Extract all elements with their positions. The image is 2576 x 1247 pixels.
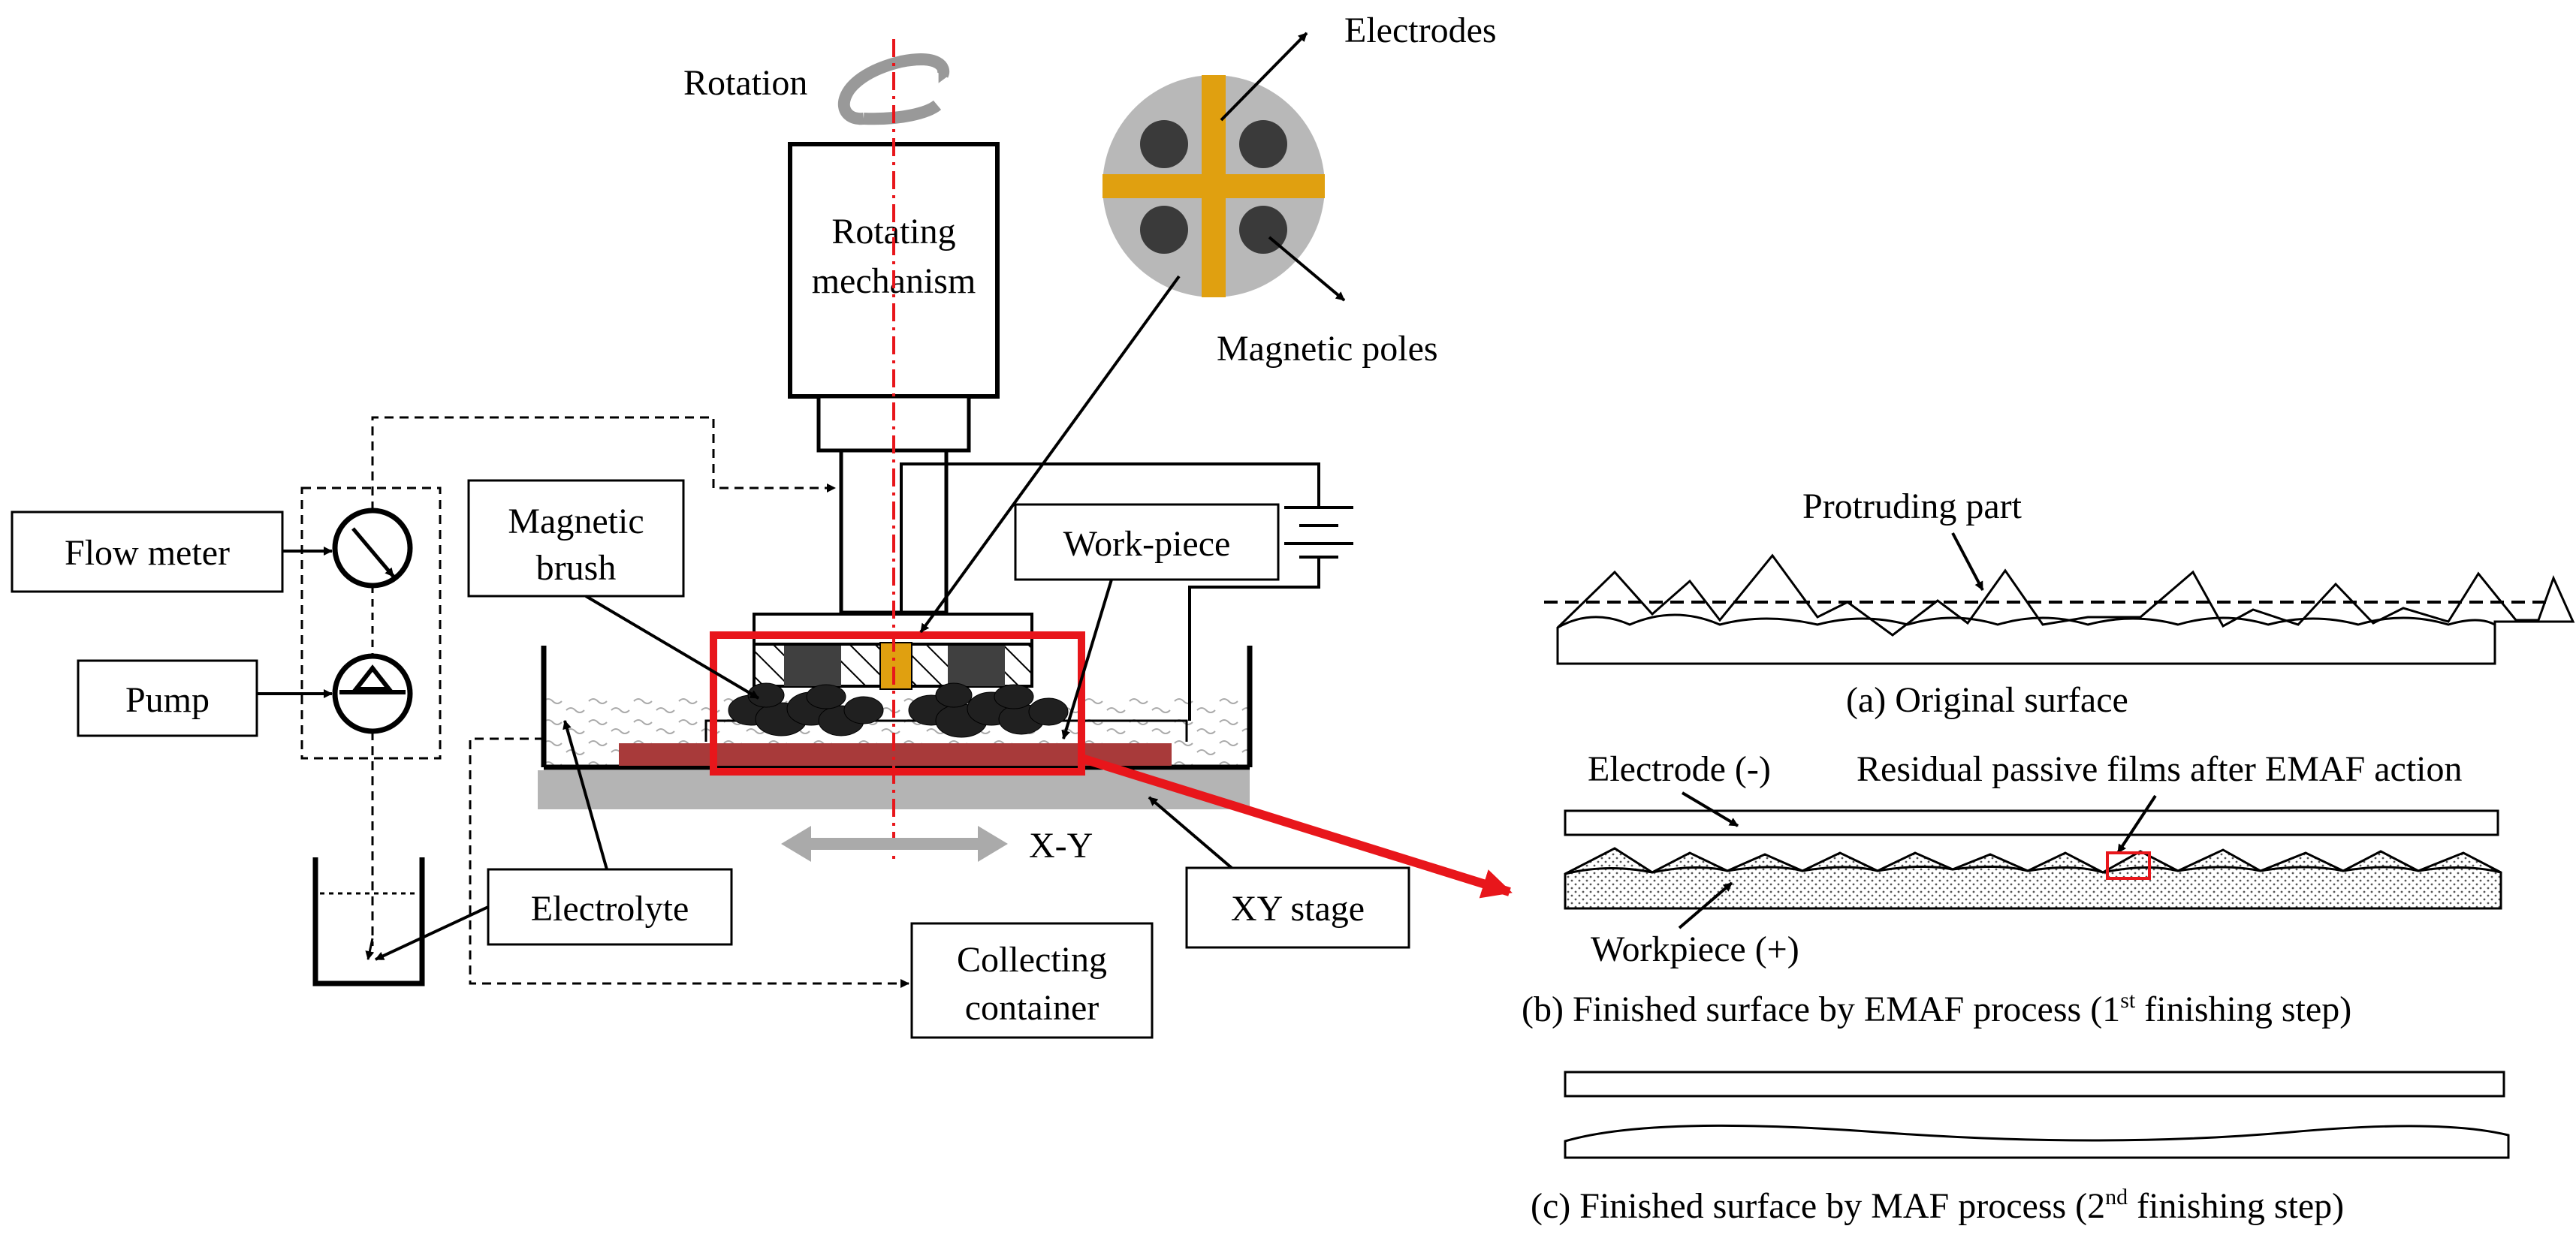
- work-piece-box: [1014, 503, 1280, 581]
- supply-line: [371, 416, 836, 511]
- residual-passive-films-label: Residual passive films after EMAF action: [1857, 749, 2463, 789]
- power-supply-wiring: [900, 462, 1353, 721]
- electrolyte-pointer-beaker: [375, 905, 489, 961]
- magnetic-poles-label: Magnetic poles: [1217, 329, 1438, 369]
- emaf-surface-valleys: [1564, 865, 2502, 875]
- collecting-container-box: [910, 922, 1154, 1039]
- magnetic-brush-pointer: [584, 595, 760, 700]
- flow-meter-icon: [332, 508, 413, 589]
- xy-stage-box: [1185, 866, 1410, 949]
- electrolyte-label: Electrolyte: [531, 889, 689, 929]
- flow-meter-box: [11, 511, 284, 593]
- xy-stage-pointer: [1148, 796, 1233, 869]
- reservoir-beaker: [312, 857, 425, 986]
- pump-box: [77, 659, 258, 737]
- protruding-part-label: Protruding part: [1802, 486, 2022, 526]
- suction-line-tip: [365, 938, 375, 960]
- zoom-arrow: [1080, 754, 1513, 899]
- magnetic-brush-box: [467, 479, 685, 598]
- xy-motion-label: X-Y: [1029, 826, 1093, 866]
- caption-c-sup: nd: [2105, 1185, 2128, 1209]
- electrode-minus-label: Electrode (-): [1588, 749, 1771, 789]
- protruding-part-pointer: [1951, 532, 1984, 591]
- workpiece-plus-label: Workpiece (+): [1591, 929, 1799, 969]
- caption-c-tail: finishing step): [2128, 1186, 2344, 1226]
- pump-label: Pump: [125, 680, 210, 720]
- caption-b-tail: finishing step): [2135, 989, 2351, 1029]
- workpiece-plus-pointer: [1678, 881, 1733, 929]
- disc-to-tool-pointer: [919, 275, 1181, 634]
- collecting-container-label-line2: container: [965, 988, 1099, 1028]
- xy-stage-label: XY stage: [1231, 889, 1365, 929]
- flow-meter-label: Flow meter: [65, 533, 230, 573]
- xy-motion-arrow-icon: [781, 826, 1008, 862]
- pump-icon: [332, 653, 413, 734]
- electrodes-label: Electrodes: [1344, 11, 1497, 50]
- electrode-minus-bar: [1564, 809, 2499, 836]
- flow-system-box: [300, 486, 442, 760]
- magnet-left: [784, 646, 841, 686]
- electrolyte-box: [487, 868, 733, 946]
- electrodes-pointer: [1220, 32, 1308, 122]
- collecting-container-label-line1: Collecting: [957, 940, 1107, 980]
- magnetic-brush: [728, 682, 1069, 738]
- highlight-box: [710, 631, 1085, 776]
- electrode-pole-disc: [1102, 75, 1325, 297]
- residual-films-pointer: [2116, 794, 2157, 854]
- caption-c: (c) Finished surface by MAF process (2nd…: [1531, 1185, 2344, 1226]
- work-piece-label: Work-piece: [1063, 524, 1231, 564]
- original-surface-valleys: [1557, 613, 2496, 629]
- electrolyte-pointer-tank: [563, 720, 608, 870]
- magnetic-brush-label-line1: Magnetic: [508, 502, 644, 541]
- emaf-surface-profile: [1564, 847, 2502, 910]
- caption-b-sup: st: [2120, 988, 2136, 1013]
- caption-b-main: (b) Finished surface by EMAF process (1: [1522, 989, 2120, 1029]
- residual-film-highlight: [2106, 851, 2151, 880]
- magnetic-brush-label-line2: brush: [536, 548, 617, 588]
- maf-electrode-bar: [1564, 1071, 2505, 1098]
- caption-c-main: (c) Finished surface by MAF process (2: [1531, 1186, 2105, 1226]
- work-piece-pointer: [1061, 579, 1113, 739]
- rotation-label: Rotation: [683, 63, 807, 103]
- drain-line: [469, 737, 909, 988]
- caption-b: (b) Finished surface by EMAF process (1s…: [1522, 988, 2351, 1029]
- magnet-right: [948, 646, 1005, 686]
- original-surface-profile: [1556, 553, 2575, 665]
- electrode-center: [879, 642, 912, 690]
- rotation-arrow-icon: [837, 53, 950, 125]
- electrode-minus-pointer: [1681, 791, 1739, 827]
- maf-surface-profile: [1564, 1124, 2510, 1159]
- caption-a: (a) Original surface: [1846, 680, 2128, 720]
- magnetic-poles-pointer: [1268, 236, 1346, 302]
